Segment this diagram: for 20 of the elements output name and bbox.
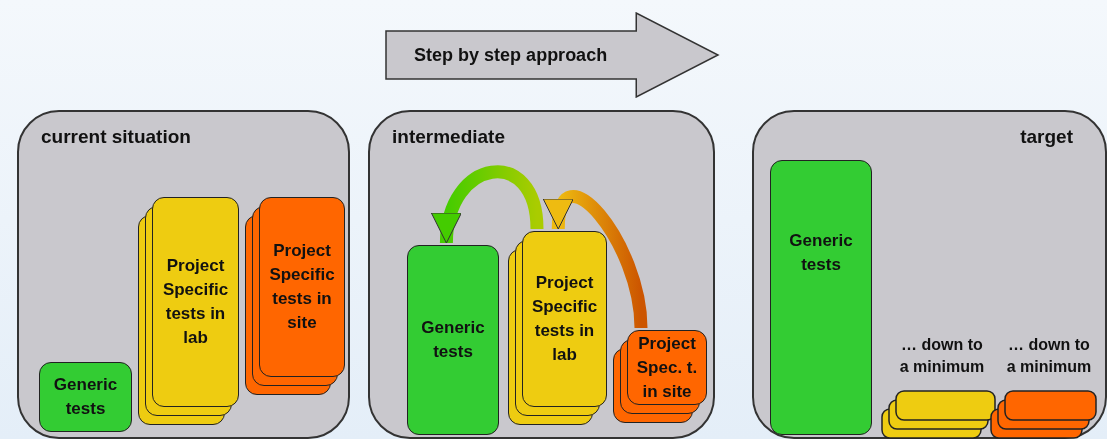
panel (17, 110, 350, 439)
test-card: Project Specific tests in lab (522, 231, 607, 407)
caption-text: … down to a minimum (898, 335, 986, 377)
panel-title: intermediate (392, 126, 505, 148)
test-card: Generic tests (770, 160, 872, 435)
card-stack-drawing (881, 390, 997, 439)
test-card: Project Specific tests in lab (152, 197, 239, 407)
arrow-label: Step by step approach (413, 44, 609, 67)
curved-arrow (433, 165, 544, 244)
panel (368, 110, 715, 439)
test-card: Generic tests (39, 362, 132, 432)
test-card: Project Spec. t. in site (627, 330, 707, 405)
curved-arrow (545, 190, 648, 329)
panel (752, 110, 1107, 439)
panel-title: current situation (41, 126, 191, 148)
panel-title: target (1020, 126, 1073, 148)
test-card: Project Specific tests in site (259, 197, 345, 377)
card-stack-drawing (990, 390, 1098, 439)
caption-text: … down to a minimum (1005, 335, 1093, 377)
test-card: Generic tests (407, 245, 499, 435)
